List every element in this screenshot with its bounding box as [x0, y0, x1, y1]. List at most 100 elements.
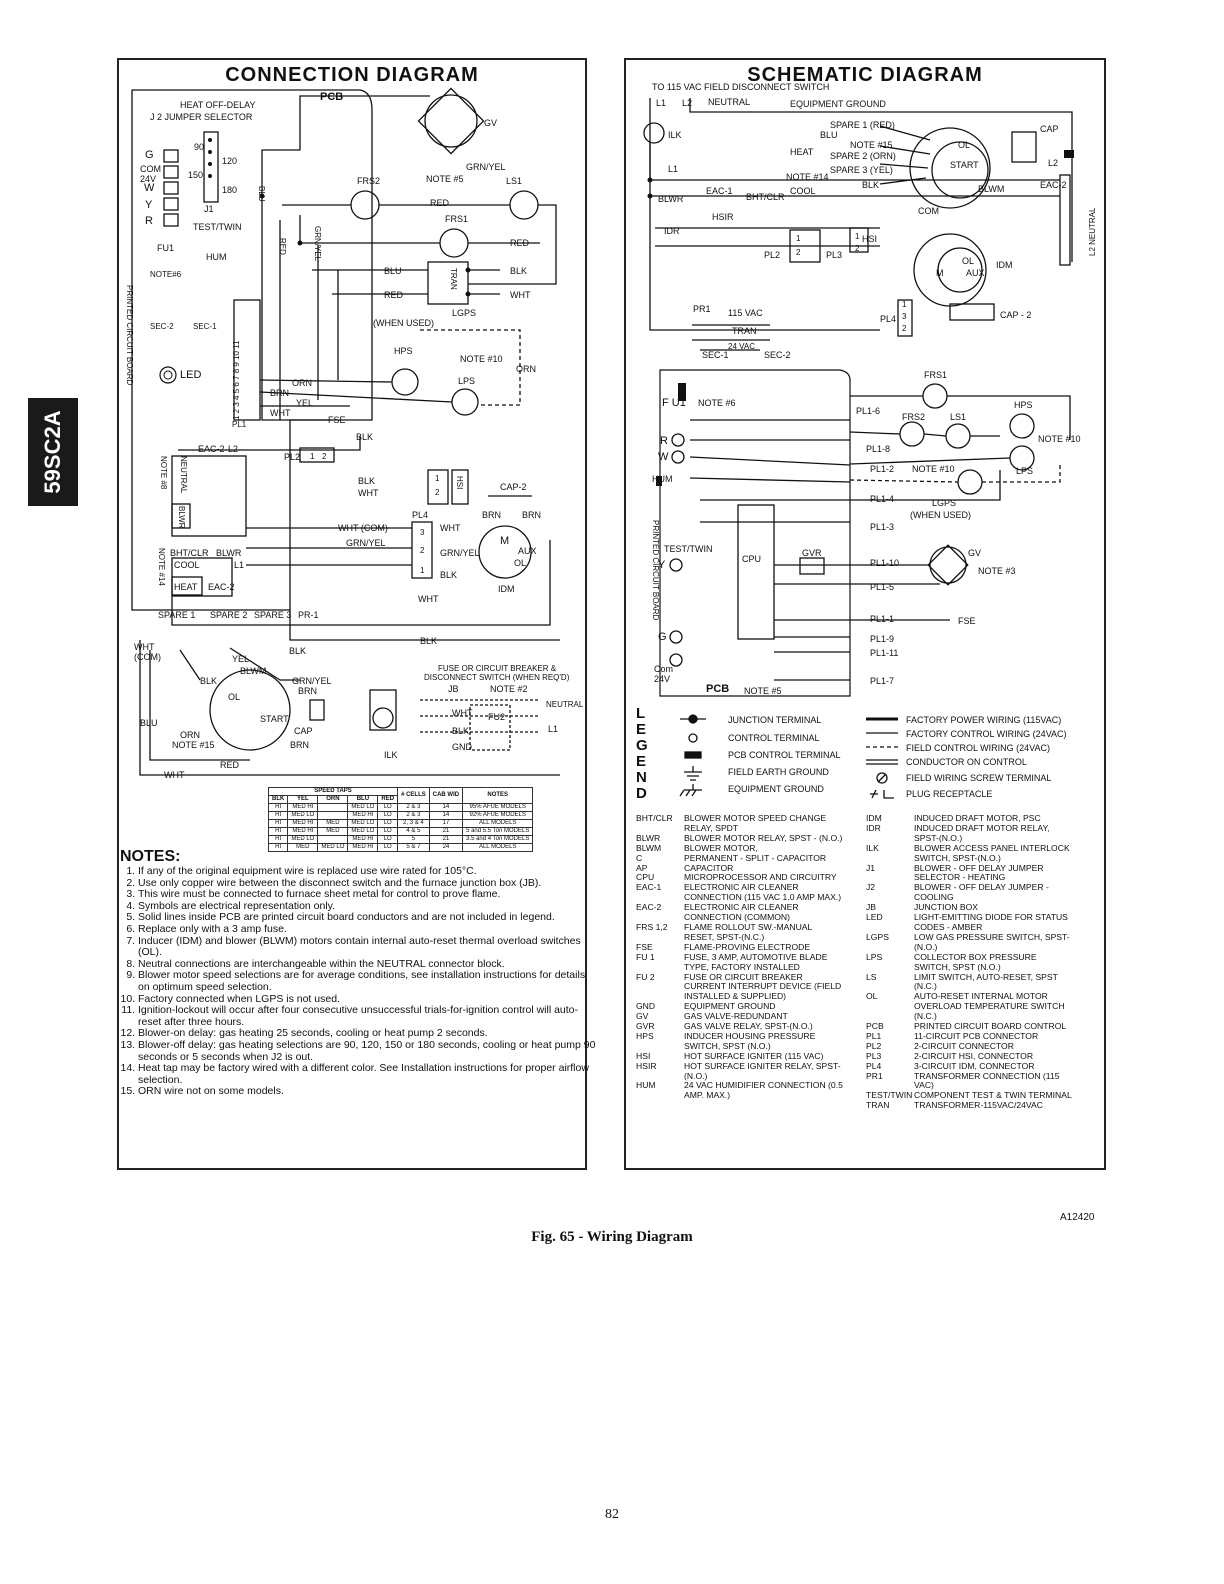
- sch-idr: IDR: [664, 226, 680, 236]
- conn-disconnect: DISCONNECT SWITCH (WHEN REQ'D): [424, 673, 570, 682]
- abbreviation-key: LED: [866, 912, 883, 923]
- abbreviation-key: LPS: [866, 951, 883, 962]
- conn-ls1: LS1: [506, 176, 523, 186]
- sch-frs2: FRS2: [902, 412, 926, 422]
- sch-spare1: SPARE 1 (RED): [830, 120, 895, 130]
- conn-blwr: BLWR: [216, 548, 242, 558]
- conn-note10: NOTE #10: [460, 354, 503, 364]
- table-cell: 5: [397, 835, 430, 844]
- abbreviation-value: LIGHT-EMITTING DIODE FOR STATUS CODES - …: [914, 912, 1068, 932]
- table-cell: [317, 803, 349, 812]
- conn-idm: IDM: [498, 584, 515, 594]
- note-item: Inducer (IDM) and blower (BLWM) motors c…: [138, 935, 598, 959]
- abbreviation-value: 11-CIRCUIT PCB CONNECTOR: [914, 1030, 1039, 1041]
- conn-pcb-vertical: PRINTED CIRCUIT BOARD: [125, 285, 134, 386]
- conn-brn-1: BRN: [482, 510, 502, 520]
- legend-factory-control-wiring: FACTORY CONTROL WIRING (24VAC): [906, 729, 1067, 739]
- table-cell: MED HI: [347, 835, 379, 844]
- sch-pl110: PL1-10: [870, 558, 900, 568]
- sch-pl13: PL1-3: [870, 522, 895, 532]
- legend-pcb-control-terminal: PCB CONTROL TERMINAL: [728, 750, 841, 760]
- conn-term-com: COM 24V: [140, 164, 161, 184]
- abbreviation-key: PR1: [866, 1070, 883, 1081]
- table-cell: 4 & 5: [397, 827, 430, 836]
- abbreviation-key: FU 1: [636, 951, 655, 962]
- sch-pl4-pin3: 3: [902, 312, 907, 321]
- abbreviation-value: LOW GAS PRESSURE SWITCH, SPST-(N.O.): [914, 931, 1070, 952]
- conn-pl1-pins: 1 2 3 4 5 6 7 8 9 10 11: [232, 340, 241, 420]
- conn-yel: YEL: [296, 398, 314, 408]
- conn-heat-off-delay: HEAT OFF-DELAY: [180, 100, 256, 110]
- abbreviation-value: INDUCED DRAFT MOTOR, PSC: [914, 813, 1041, 823]
- sch-l1: L1: [656, 98, 667, 108]
- sch-equip-ground: EQUIPMENT GROUND: [790, 99, 886, 109]
- abbreviation-value: PRINTED CIRCUIT BOARD CONTROL: [914, 1021, 1067, 1032]
- conn-heat: HEAT: [174, 582, 198, 592]
- conn-brn: BRN: [270, 388, 290, 398]
- abbreviation-entry: LS LIMIT SWITCH, AUTO-RESET, SPST (N.C.): [866, 971, 1098, 993]
- speed-taps-title: SPEED TAPS: [267, 787, 399, 796]
- sch-l2-neutral: L2 NEUTRAL: [1088, 207, 1097, 256]
- conn-brn-2: BRN: [522, 510, 542, 520]
- legend-letter: E: [636, 753, 647, 770]
- note-item: Symbols are electrical representation on…: [138, 900, 598, 913]
- sch-lps: LPS: [1016, 466, 1034, 476]
- table-cell: LO: [377, 819, 399, 828]
- abbreviation-key: PL2: [866, 1040, 882, 1051]
- col-cells: # CELLS: [397, 787, 430, 804]
- legend-equipment-ground: EQUIPMENT GROUND: [728, 784, 824, 794]
- note-item: Heat tap may be factory wired with a dif…: [138, 1062, 598, 1086]
- conn-pl1: PL1: [232, 420, 247, 429]
- table-cell: MED LO: [347, 819, 379, 828]
- sch-ls1: LS1: [950, 412, 967, 422]
- table-cell: LO: [377, 843, 399, 852]
- sch-pl11: PL1-1: [870, 614, 895, 624]
- col-red: RED: [377, 795, 399, 804]
- note-item: Blower-off delay: gas heating selections…: [138, 1039, 598, 1063]
- abbreviation-value: COLLECTOR BOX PRESSURE SWITCH, SPST (N.O…: [914, 951, 1037, 972]
- sch-bhtclr: BHT/CLR: [746, 192, 785, 202]
- sch-cap: CAP: [1040, 124, 1059, 134]
- legend-letter: N: [636, 769, 647, 786]
- conn-blu-vert: BLU: [257, 186, 266, 202]
- abbreviation-key: BHT/CLR: [636, 813, 673, 823]
- conn-jb: JB: [448, 684, 459, 694]
- conn-brn-4: BRN: [290, 740, 310, 750]
- sch-note3: NOTE #3: [978, 566, 1016, 576]
- abbreviation-key: OL: [866, 991, 878, 1002]
- abbreviation-key: LS: [866, 971, 877, 982]
- abbreviation-value: 24 VAC HUMIDIFIER CONNECTION (0.5 AMP. M…: [684, 1080, 843, 1101]
- table-cell: MED HI: [287, 827, 319, 836]
- conn-sec1: SEC-1: [193, 322, 217, 331]
- note-item: Blower motor speed selections are for av…: [138, 969, 598, 993]
- conn-spare1: SPARE 1: [158, 610, 196, 620]
- table-cell: HI: [267, 819, 289, 828]
- abbreviation-value: HOT SURFACE IGNITER RELAY, SPST-(N.O.): [684, 1060, 841, 1081]
- conn-aux: AUX: [518, 546, 537, 556]
- sch-note10b: NOTE #10: [912, 464, 955, 474]
- sch-pl2: PL2: [764, 250, 781, 260]
- abbreviation-key: EAC-1: [636, 882, 662, 893]
- table-cell: 17: [428, 819, 464, 828]
- page-number: 82: [605, 1507, 619, 1522]
- sch-pl18: PL1-8: [866, 444, 891, 454]
- abbreviation-value: INDUCED DRAFT MOTOR RELAY, SPST-(N.O.): [914, 822, 1050, 843]
- abbreviation-key: J2: [866, 882, 876, 893]
- abbreviation-value: GAS VALVE RELAY, SPST-(N.O.): [684, 1021, 813, 1032]
- table-cell: HI: [267, 827, 289, 836]
- sch-idm: IDM: [996, 260, 1013, 270]
- conn-pl2: PL2: [284, 452, 301, 462]
- sch-gv: GV: [968, 548, 982, 558]
- sch-to115: TO 115 VAC FIELD DISCONNECT SWITCH: [652, 82, 830, 92]
- abbreviation-value: LIMIT SWITCH, AUTO-RESET, SPST (N.C.): [914, 971, 1058, 992]
- sch-pl3-pin2: 2: [855, 244, 860, 253]
